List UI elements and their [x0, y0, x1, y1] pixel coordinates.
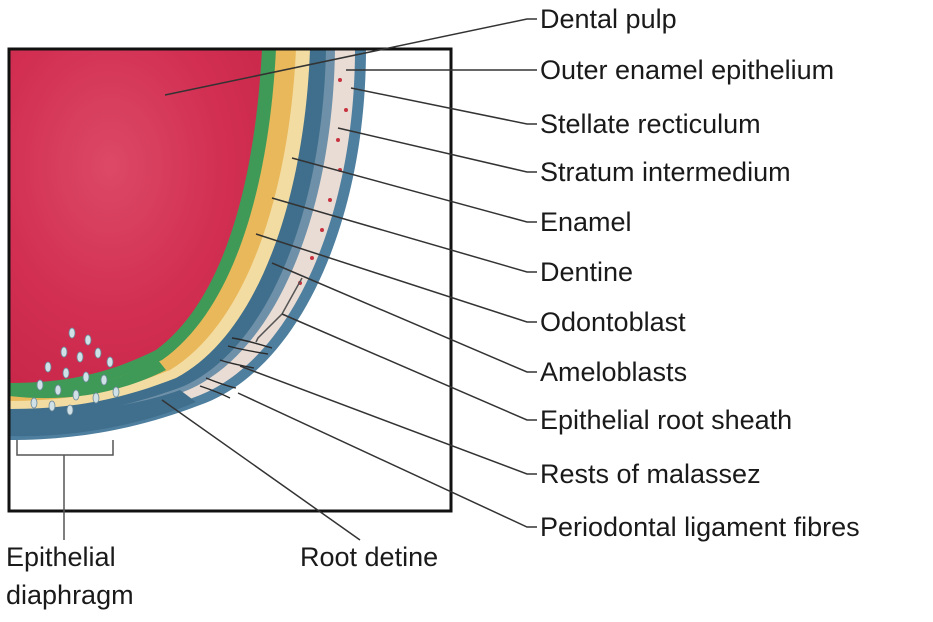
label-periodontal-ligament-fibres: Periodontal ligament fibres — [540, 512, 860, 542]
leader-ameloblasts — [271, 262, 537, 373]
epithelial-diaphragm-band — [9, 390, 196, 437]
leader-dentine — [271, 197, 537, 273]
leader-dental-pulp — [164, 18, 537, 96]
label-stratum-intermedium: Stratum intermedium — [540, 157, 791, 187]
label-outer-enamel-epithelium: Outer enamel epithelium — [540, 55, 834, 85]
leader-periodontal-ligament-fibres — [237, 392, 537, 528]
tissue-layers — [9, 49, 366, 440]
pulp-cells — [30, 327, 120, 416]
label-epithelial-diaphragm-line2: diaphragm — [6, 580, 134, 610]
diagram-frame — [7, 47, 453, 513]
epithelial-diaphragm-bracket — [16, 440, 114, 540]
leader-epithelial-root-sheath — [281, 313, 537, 421]
odontoblast-band-bottom — [9, 360, 166, 399]
label-enamel: Enamel — [540, 207, 632, 237]
label-rests-of-malassez: Rests of malassez — [540, 459, 761, 489]
leader-stellate-reticulum — [350, 87, 537, 125]
leader-odontoblast — [255, 233, 537, 323]
leader-enamel — [291, 157, 537, 223]
label-root-dentine: Root detine — [300, 542, 438, 572]
label-odontoblast: Odontoblast — [540, 307, 686, 337]
label-dental-pulp: Dental pulp — [540, 4, 677, 34]
leader-lines — [161, 18, 537, 541]
leader-root-dentine — [161, 399, 361, 541]
labels: Dental pulp Outer enamel epithelium Stel… — [6, 4, 860, 610]
dental-pulp-region — [9, 49, 262, 383]
epithelial-root-sheath-bracket — [255, 277, 303, 343]
stellate-dots — [298, 78, 348, 285]
label-epithelial-diaphragm-line1: Epithelial — [6, 542, 116, 572]
periodontal-fibres — [199, 337, 273, 399]
leader-stratum-intermedium — [337, 127, 537, 173]
label-dentine: Dentine — [540, 257, 633, 287]
leader-rests-of-malassez — [239, 365, 537, 475]
label-epithelial-root-sheath: Epithelial root sheath — [540, 405, 792, 435]
label-stellate-reticulum: Stellate recticulum — [540, 109, 761, 139]
label-ameloblasts: Ameloblasts — [540, 357, 687, 387]
